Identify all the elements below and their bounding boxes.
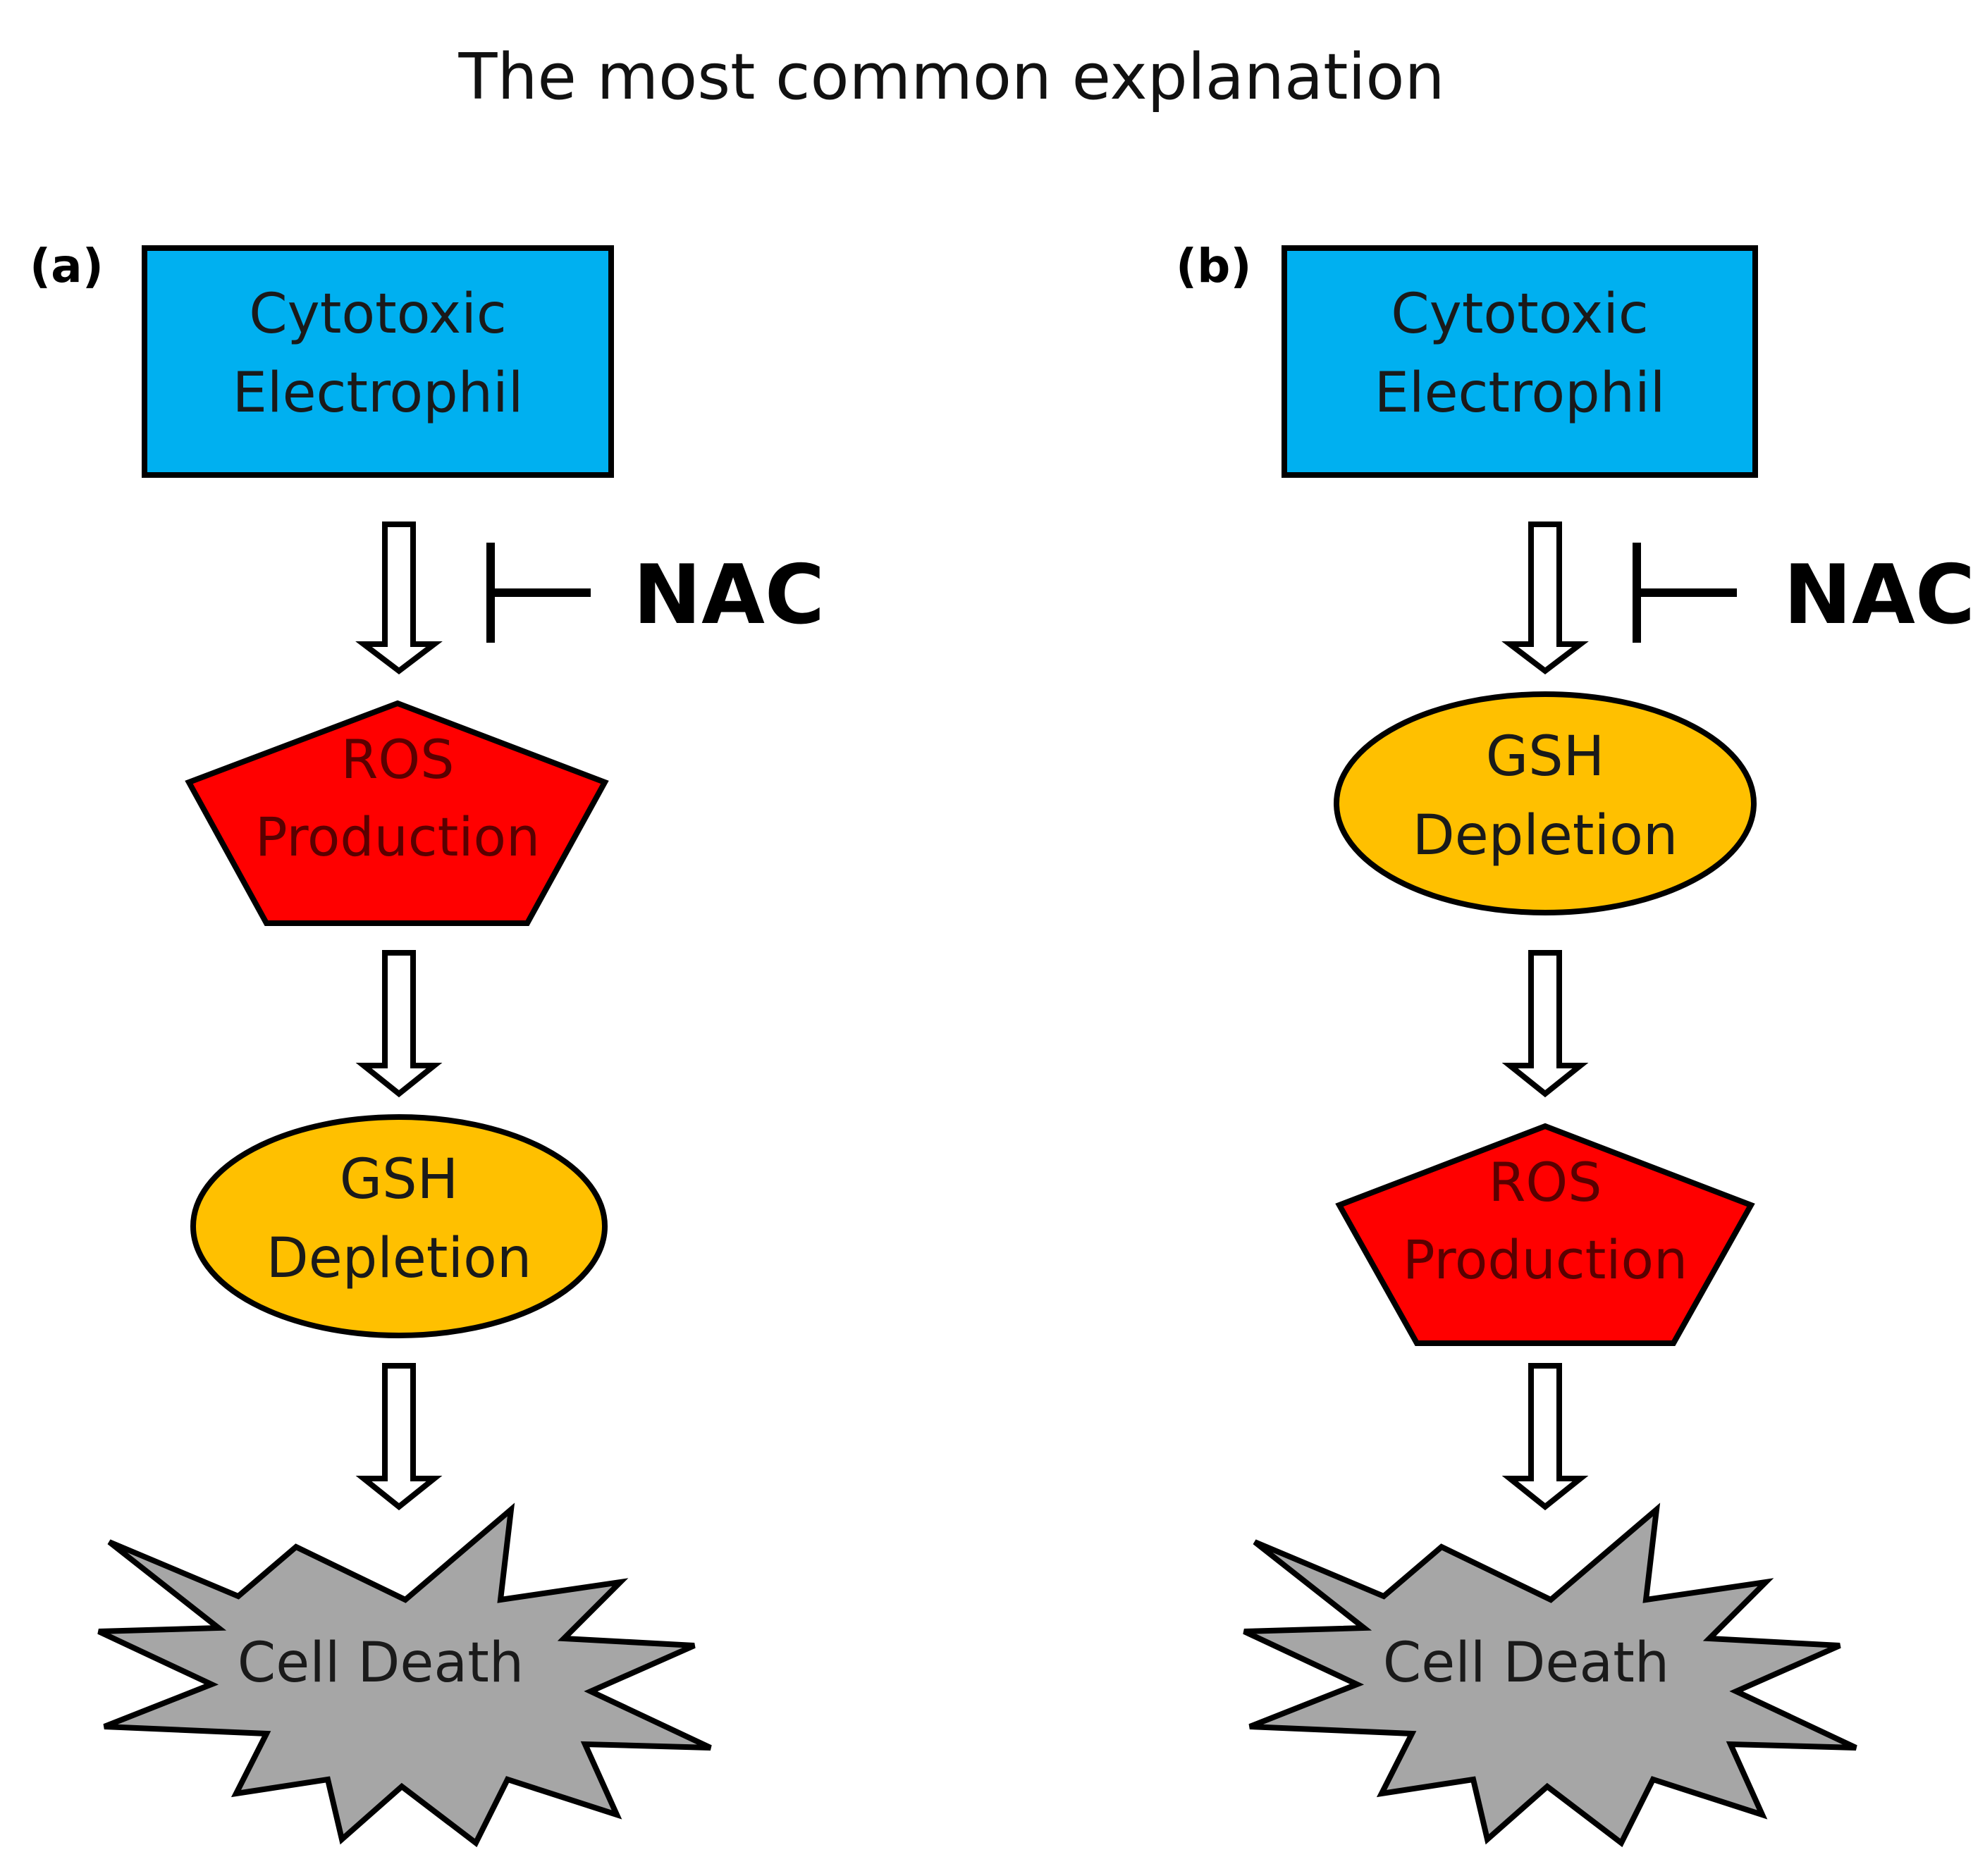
- panel-b-electrophil-line2: Electrophil: [1375, 362, 1666, 425]
- panel-b-gsh-line1: GSH: [1486, 725, 1605, 789]
- panel-b-cell-death-label: Cell Death: [1383, 1631, 1669, 1695]
- panel-a-inhibition-symbol: [486, 543, 591, 643]
- panel-b-gsh-ellipse: [1334, 691, 1757, 915]
- panel-b-inhibition-symbol: [1633, 543, 1737, 643]
- panel-b-arrow-1: [1501, 522, 1589, 675]
- panel-b-electrophil-box: [1282, 245, 1758, 478]
- panel-a-electrophil-line1: Cytotoxic: [249, 283, 507, 346]
- panel-a-gsh-line2: Depletion: [266, 1227, 532, 1290]
- panel-b-arrow-3: [1501, 1363, 1589, 1511]
- panel-a-arrow-3: [355, 1363, 443, 1511]
- panel-a-arrow-2: [355, 950, 443, 1098]
- panel-a-arrow-1: [355, 522, 443, 675]
- panel-b-gsh-line2: Depletion: [1413, 804, 1678, 868]
- panel-b-nac-label: NAC: [1783, 548, 1975, 643]
- panel-b: (b) Cytotoxic Electrophil NAC GSH Deplet…: [1176, 239, 1975, 1848]
- panel-a-cell-death-burst: [97, 1502, 712, 1848]
- panel-a-gsh-ellipse: [190, 1114, 608, 1338]
- panel-a-ros-pentagon: [185, 700, 609, 926]
- panel-a-label: (a): [30, 239, 104, 293]
- panel-a-ros-line2: Production: [255, 806, 540, 868]
- panel-a-electrophil-line2: Electrophil: [233, 362, 524, 425]
- panel-a: (a) Cytotoxic Electrophil NAC ROS Produc…: [30, 239, 825, 1848]
- panel-a-ros-line1: ROS: [341, 728, 455, 791]
- panel-b-ros-pentagon: [1335, 1123, 1755, 1346]
- diagram-title: The most common explanation: [457, 40, 1444, 114]
- panel-b-electrophil-line1: Cytotoxic: [1391, 283, 1649, 346]
- panel-a-electrophil-box: [142, 245, 614, 478]
- panel-b-cell-death-burst: [1243, 1502, 1857, 1848]
- panel-b-ros-line2: Production: [1403, 1228, 1688, 1291]
- panel-a-cell-death-label: Cell Death: [238, 1631, 524, 1695]
- panel-b-arrow-2: [1501, 950, 1589, 1098]
- panel-a-gsh-line1: GSH: [340, 1148, 459, 1211]
- panel-b-label: (b): [1176, 239, 1252, 293]
- panel-b-ros-line1: ROS: [1489, 1151, 1602, 1214]
- panel-a-nac-label: NAC: [633, 548, 825, 643]
